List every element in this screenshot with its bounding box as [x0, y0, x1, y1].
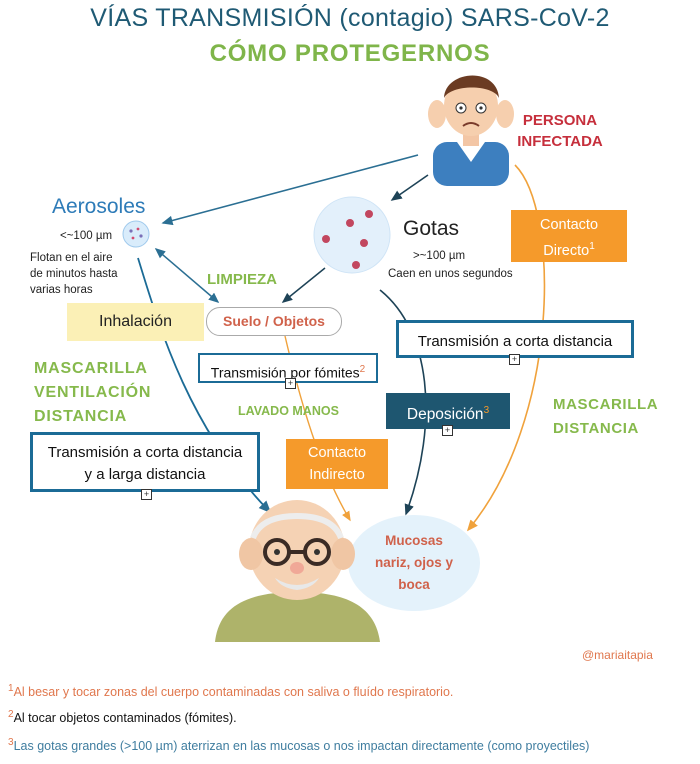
protection-measures-right: MASCARILLA DISTANCIA [553, 393, 658, 441]
infected-line2: INFECTADA [517, 133, 603, 150]
short-long-line2: y a larga distancia [84, 466, 206, 483]
indirect-contact-box: Contacto Indirecto [286, 439, 388, 489]
indirect-contact-line2: Indirecto [309, 467, 365, 483]
expand-deposition-icon[interactable]: + [442, 425, 453, 436]
expand-short-long-icon[interactable]: + [141, 489, 152, 500]
measure-ventilation: VENTILACIÓN [34, 384, 152, 401]
direct-contact-line1: Contacto [539, 217, 599, 233]
direct-contact-box: Contacto Directo1 [511, 210, 627, 262]
footnote-3-text: Las gotas grandes (>100 µm) aterrizan en… [13, 739, 590, 754]
cleaning-label: LIMPIEZA [207, 271, 277, 288]
aerosols-desc-line3: varias horas [30, 284, 93, 296]
protection-measures-left: MASCARILLA VENTILACIÓN DISTANCIA [34, 357, 151, 429]
surface-objects-pill: Suelo / Objetos [206, 307, 342, 336]
footnote-1-text: Al besar y tocar zonas del cuerpo contam… [13, 685, 454, 700]
footnote-1: 1Al besar y tocar zonas del cuerpo conta… [8, 683, 453, 699]
mucosa-label: Mucosas nariz, ojos y boca [350, 530, 478, 596]
short-long-distance-box: Transmisión a corta distancia y a larga … [30, 432, 260, 492]
infected-person-label: PERSONA INFECTADA [510, 110, 610, 152]
footnote-2-number: 2 [8, 709, 14, 720]
arrow-aerosols-surface [154, 248, 220, 303]
aerosol-particle-icon [122, 220, 150, 248]
arrow-to-droplets [390, 174, 429, 201]
mucosa-line3: boca [398, 577, 430, 592]
measure-distance: DISTANCIA [34, 408, 128, 425]
deposition-box: Deposición3 [386, 393, 510, 429]
aerosols-desc-line1: Flotan en el aire [30, 252, 113, 264]
handwashing-label: LAVADO MANOS [238, 404, 339, 418]
footnote-3-number: 3 [8, 737, 14, 748]
deposition-text: Deposición [406, 406, 484, 424]
mucosa-bubble [348, 515, 480, 611]
expand-fomite-icon[interactable]: + [285, 378, 296, 389]
arrow-to-aerosols [161, 154, 419, 226]
droplets-heading: Gotas [403, 217, 460, 240]
direct-contact-footnote-ref: 1 [589, 241, 595, 252]
droplets-description: Caen en unos segundos [388, 268, 513, 280]
fomite-transmission-text: Transmisión por fómites [210, 364, 360, 381]
elderly-person-icon [215, 500, 380, 642]
author-handle: @mariaitapia [582, 648, 653, 662]
page-title: VÍAS TRANSMISIÓN (contagio) SARS-CoV-2 [90, 4, 610, 32]
mucosa-line1: Mucosas [385, 533, 443, 548]
expand-short-distance-icon[interactable]: + [509, 354, 520, 365]
measure-mask: MASCARILLA [34, 360, 148, 377]
aerosols-heading: Aerosoles [52, 195, 146, 218]
arrow-droplets-surface [281, 267, 326, 303]
arrow-droplets-mucosa [379, 289, 427, 516]
aerosols-desc-line2: de minutos hasta [30, 268, 118, 280]
footnote-3: 3Las gotas grandes (>100 µm) aterrizan e… [8, 737, 693, 753]
droplets-size: >~100 µm [413, 250, 466, 262]
footnote-1-number: 1 [8, 683, 14, 694]
inhalation-box: Inhalación [67, 303, 204, 341]
direct-contact-text: Directo [543, 242, 590, 259]
measure-mask-right: MASCARILLA [553, 396, 659, 413]
aerosols-description: Flotan en el aire de minutos hasta varia… [30, 250, 140, 298]
footnote-2-text: Al tocar objetos contaminados (fómites). [13, 711, 237, 726]
aerosols-size: <~100 µm [60, 230, 113, 242]
infected-person-icon [428, 75, 514, 186]
infected-line1: PERSONA [522, 112, 598, 129]
short-distance-transmission-box: Transmisión a corta distancia [396, 320, 634, 358]
deposition-footnote-ref: 3 [483, 405, 490, 416]
measure-distance-right: DISTANCIA [553, 420, 639, 437]
direct-contact-line2: Directo1 [511, 236, 627, 262]
page-subtitle: CÓMO PROTEGERNOS [209, 40, 491, 67]
fomite-footnote-ref: 2 [359, 364, 366, 375]
footnote-2: 2Al tocar objetos contaminados (fómites)… [8, 709, 237, 725]
droplets-icon [313, 196, 391, 274]
indirect-contact-line1: Contacto [307, 445, 367, 461]
short-long-line1: Transmisión a corta distancia [47, 444, 243, 461]
mucosa-line2: nariz, ojos y [374, 555, 454, 570]
